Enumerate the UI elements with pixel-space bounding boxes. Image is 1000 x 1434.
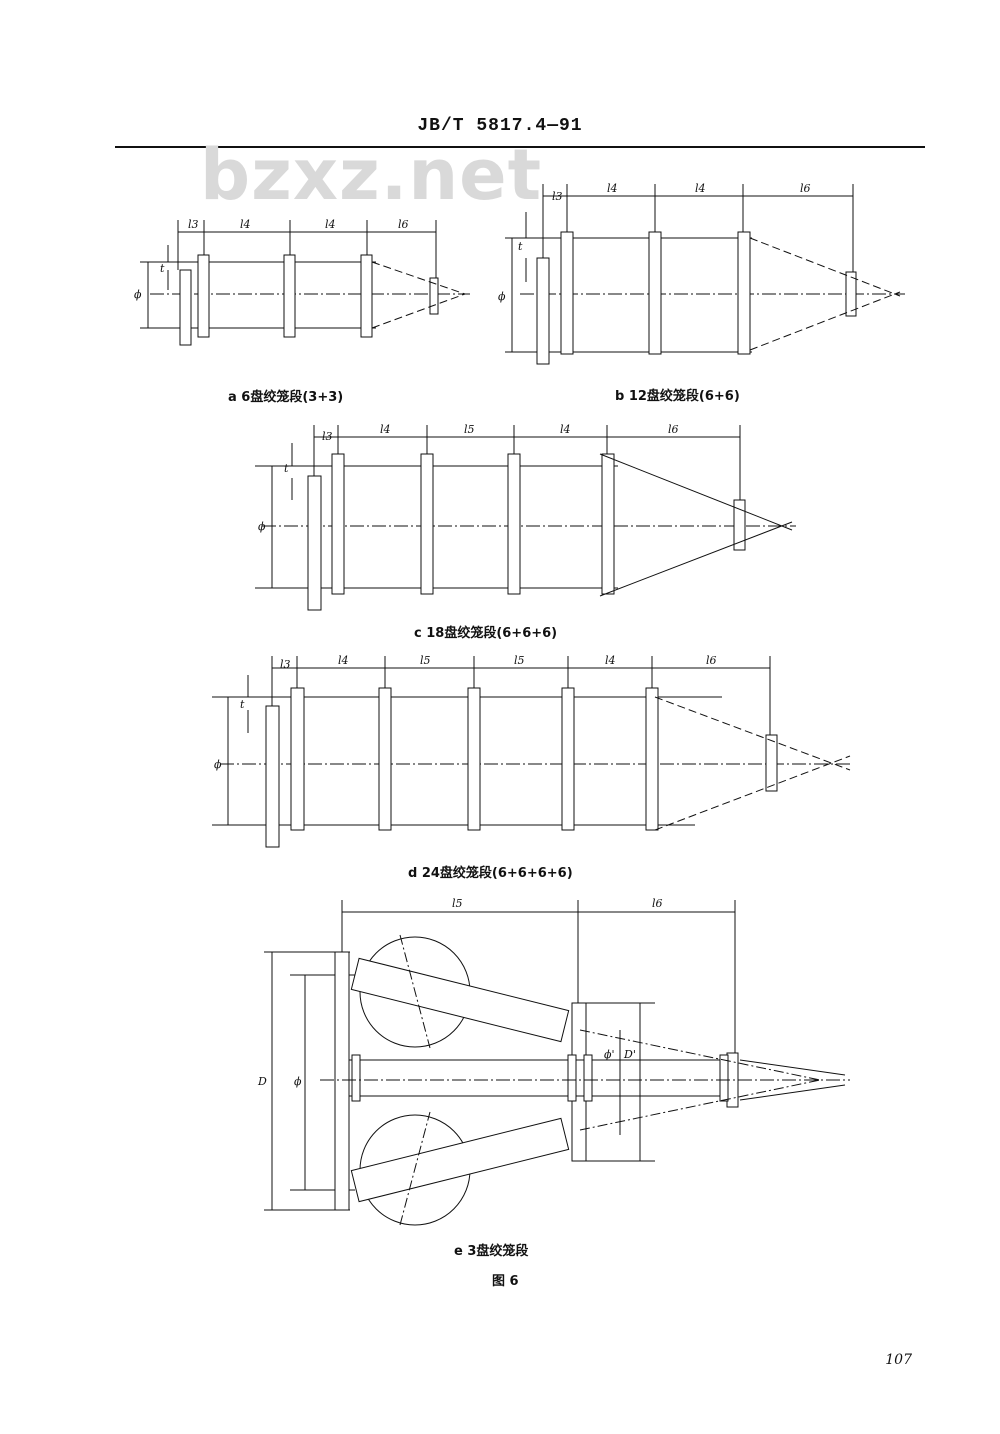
dim-l6-label: l6: [652, 897, 663, 910]
dim-D-label: D: [257, 1075, 267, 1088]
header-rule: [115, 146, 925, 148]
figure-title: 图 6: [492, 1274, 519, 1289]
dim-l4-label: l4: [605, 654, 616, 667]
figure-e: l5 l6 D ϕ D' ϕ': [257, 897, 850, 1226]
dim-t-label: t: [518, 240, 523, 253]
dim-phi-label: ϕ: [214, 758, 222, 771]
dim-phi-label: ϕ: [134, 288, 142, 301]
caption-c: c 18盘绞笼段(6+6+6): [414, 626, 558, 641]
figure-c: l3 l4 l5 l4 l6 t ϕ: [0, 0, 1000, 644]
dim-l6-label: l6: [398, 218, 409, 231]
dim-l6-label: l6: [668, 423, 679, 436]
dim-phi-label: ϕ: [258, 520, 266, 533]
dim-l3-label: l3: [552, 190, 563, 203]
dim-l6-label: l6: [706, 654, 717, 667]
figure-e-drawing: l5 l6 D ϕ D' ϕ': [257, 897, 850, 1226]
figure-b-drawing: l3 l4 l4 l6 t ϕ: [498, 182, 905, 365]
document-header: JB/T 5817.4—91: [417, 116, 583, 136]
dim-l4-label: l4: [325, 218, 336, 231]
dim-t-label: t: [240, 698, 245, 711]
dim-l4-label: l4: [695, 182, 706, 195]
figure-c-drawing: l3 l4 l5 l4 l6 t ϕ: [255, 423, 796, 611]
caption-a: a 6盘绞笼段(3+3): [228, 390, 344, 405]
dim-l5-label: l5: [514, 654, 525, 667]
dim-l5-label: l5: [452, 897, 463, 910]
dim-l6-label: l6: [800, 182, 811, 195]
figure-a-drawing: l3 l4 l4 l6 t ϕ: [134, 218, 470, 346]
dim-l5-label: l5: [464, 423, 475, 436]
figure-b: l3 l4 l4 l6 t ϕ: [0, 0, 1000, 404]
dim-l3-label: l3: [322, 430, 333, 443]
figure-d-drawing: l3 l4 l5 l5 l4 l6 t ϕ: [212, 654, 853, 848]
watermark: bzxz.net: [200, 134, 543, 216]
dim-l4-label: l4: [338, 654, 349, 667]
caption-d: d 24盘绞笼段(6+6+6+6): [408, 866, 573, 881]
caption-b: b 12盘绞笼段(6+6): [615, 389, 740, 404]
dim-l4-label: l4: [380, 423, 391, 436]
caption-e: e 3盘绞笼段: [454, 1244, 529, 1259]
dim-t-label: t: [284, 462, 289, 475]
dim-l4-label: l4: [560, 423, 571, 436]
dim-l4-label: l4: [607, 182, 618, 195]
figure-d: l3 l4 l5 l5 l4 l6 t ϕ: [212, 654, 853, 848]
dim-l3-label: l3: [280, 658, 291, 671]
dim-l3-label: l3: [188, 218, 199, 231]
dim-phi-label: ϕ: [294, 1075, 302, 1088]
dim-phi-label: ϕ: [498, 290, 506, 303]
dim-phiprime-label: ϕ': [604, 1048, 615, 1061]
dim-t-label: t: [160, 262, 165, 275]
dim-l5-label: l5: [420, 654, 431, 667]
dim-l4-label: l4: [240, 218, 251, 231]
page-number: 107: [885, 1352, 912, 1368]
dim-Dprime-label: D': [623, 1048, 636, 1061]
figure-a: l3 l4 l4 l6 t ϕ: [0, 0, 1000, 404]
